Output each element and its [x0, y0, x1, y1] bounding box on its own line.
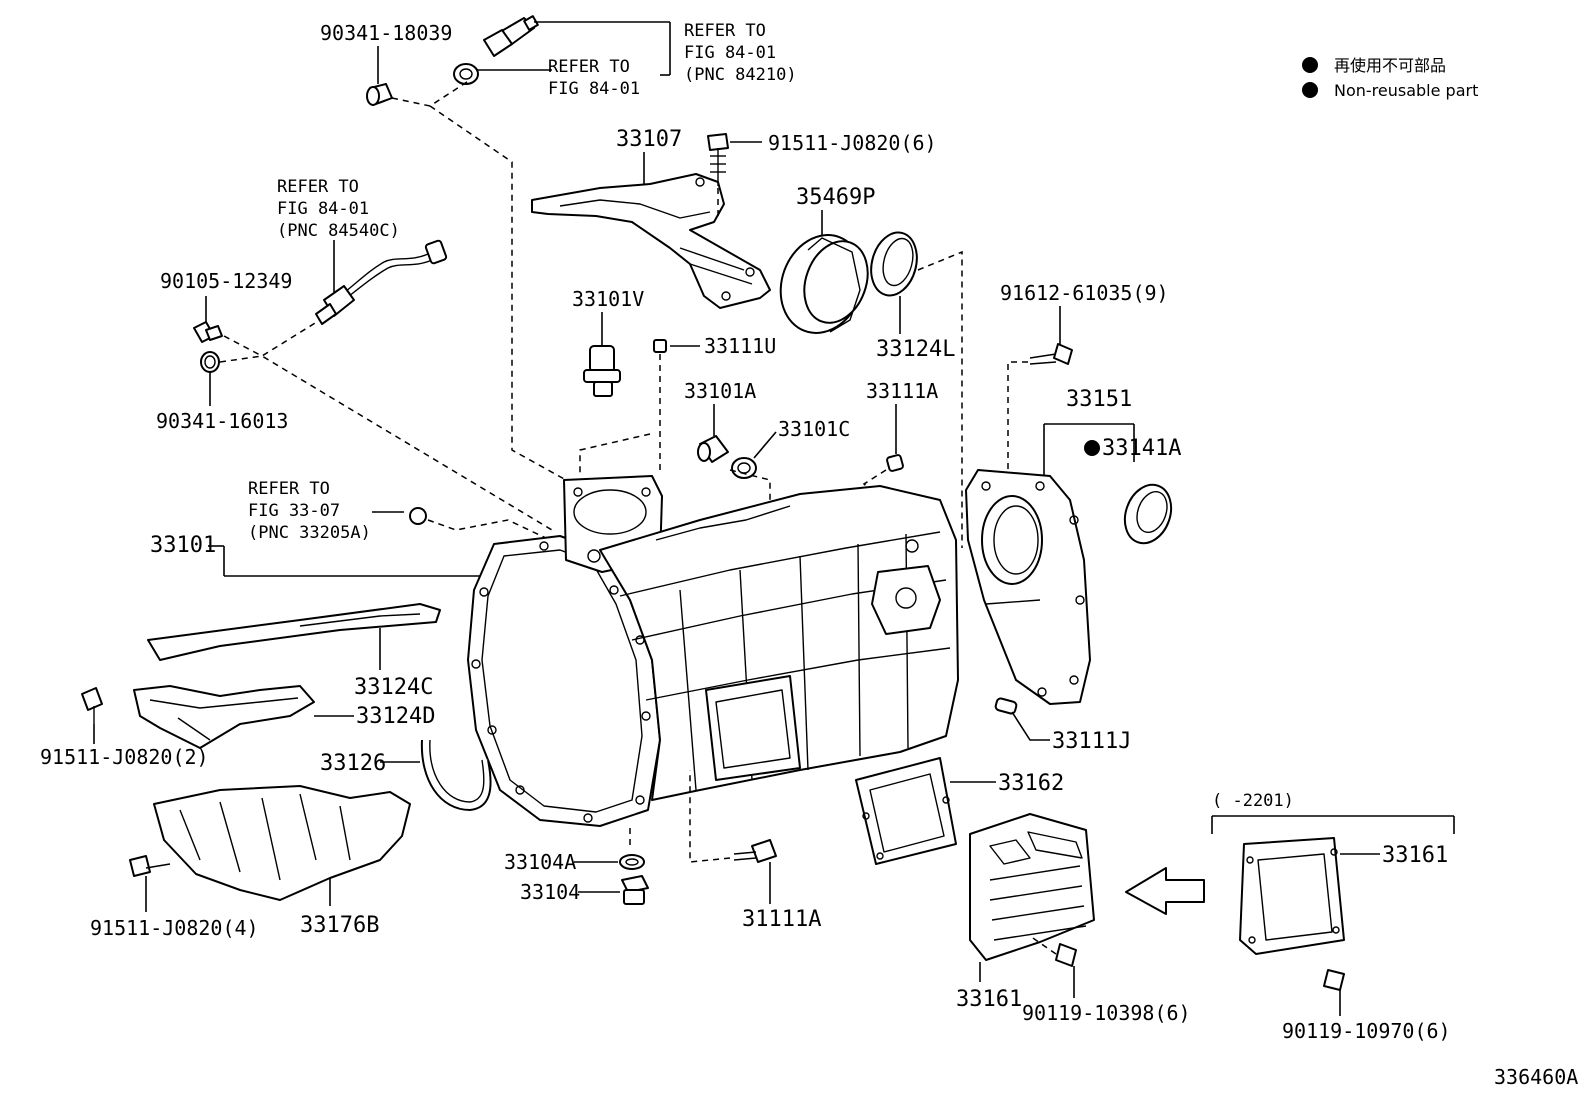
- label-33111a-top: 33111A: [866, 379, 938, 403]
- pin-33111a-top: 33111A: [862, 379, 938, 541]
- bracket-33124d: 33124D: [133, 685, 435, 749]
- label-33111j: 33111J: [1052, 729, 1131, 754]
- label-90119-10970-6: 90119-10970(6): [1282, 1019, 1451, 1043]
- svg-text:(PNC 33205A): (PNC 33205A): [248, 523, 371, 543]
- spring-33126: 33126: [320, 739, 492, 811]
- ref-fig-84-01-pnc-84540c: REFER TO FIG 84-01 (PNC 84540C): [277, 177, 400, 241]
- drain-plug-group: 33104A 33104: [504, 828, 649, 905]
- arrow-left-icon: [1125, 867, 1205, 915]
- label-90105-12349: 90105-12349: [160, 269, 292, 293]
- label-33101a: 33101A: [684, 379, 756, 403]
- label-91612-61035-9: 91612-61035(9): [1000, 281, 1169, 305]
- figure-code: 336460A: [1494, 1065, 1578, 1089]
- label-33141a: 33141A: [1102, 436, 1181, 461]
- drain-plug-33104-icon: [621, 875, 649, 905]
- speed-sensor-icon: [315, 239, 448, 325]
- oil-seal-33141a: [1123, 483, 1173, 545]
- svg-text:REFER TO: REFER TO: [277, 177, 359, 197]
- upper-cover-33107: 33107: [531, 127, 771, 309]
- svg-text:REFER TO: REFER TO: [548, 57, 630, 77]
- bolt-91511-j0820-4: 91511-J0820(4): [90, 855, 259, 940]
- gasket-33101c: 33101C: [729, 417, 850, 510]
- label-33124d: 33124D: [356, 704, 435, 729]
- svg-text:FIG 84-01: FIG 84-01: [277, 199, 369, 219]
- bolt-90119-10970-6: 90119-10970(6): [1282, 969, 1451, 1043]
- cover-33161-right-variant: ( -2201) 33161: [1211, 791, 1455, 955]
- gasket-ring-icon: [453, 63, 479, 85]
- label-33151: 33151: [1066, 387, 1132, 412]
- plug-33101a: 33101A: [684, 379, 756, 463]
- label-33101c: 33101C: [778, 417, 850, 441]
- label-33124l: 33124L: [876, 337, 955, 362]
- breather-33101v: 33101V: [572, 287, 644, 397]
- label-33161-bottom: 33161: [956, 987, 1022, 1012]
- label-33104a: 33104A: [504, 850, 576, 874]
- label-91511-j0820-4: 91511-J0820(4): [90, 916, 259, 940]
- label-90341-18039: 90341-18039: [320, 21, 452, 45]
- cover-33161-center: 33161: [956, 813, 1095, 1012]
- label-90119-10398-6: 90119-10398(6): [1022, 1001, 1191, 1025]
- gasket-33162: 33162: [855, 757, 1064, 865]
- top-sensor-group: 90341-18039 REFER TO FIG 84-01 (PNC 8421…: [320, 15, 797, 481]
- non-reusable-marker-icon: [1302, 57, 1318, 73]
- non-reusable-marker-icon: [1084, 440, 1100, 456]
- label-33176b: 33176B: [300, 913, 379, 938]
- label-range-2201: ( -2201): [1212, 791, 1294, 811]
- legend-jp: 再使用不可部品: [1334, 56, 1446, 75]
- label-91511-j0820-6: 91511-J0820(6): [768, 131, 937, 155]
- label-33101: 33101: [150, 533, 216, 558]
- plug-spring-icon: [200, 351, 220, 373]
- cover-33176b: 33176B: [153, 785, 411, 938]
- svg-text:FIG 84-01: FIG 84-01: [548, 79, 640, 99]
- svg-text:(PNC 84540C): (PNC 84540C): [277, 221, 400, 241]
- legend: 再使用不可部品 Non-reusable part: [1302, 56, 1478, 100]
- transmission-case-33101: REFER TO FIG 33-07 (PNC 33205A) 33101: [150, 475, 959, 827]
- label-31111a: 31111A: [742, 907, 821, 932]
- bolt-91612-61035-9: 91612-61035(9): [1000, 281, 1169, 470]
- label-33161-right: 33161: [1382, 843, 1448, 868]
- label-33162: 33162: [998, 771, 1064, 796]
- bolt-90119-10398-6: 90119-10398(6): [1022, 935, 1191, 1025]
- label-33104: 33104: [520, 880, 580, 904]
- non-reusable-marker-icon: [1302, 82, 1318, 98]
- svg-text:(PNC 84210): (PNC 84210): [684, 65, 797, 85]
- label-90341-16013: 90341-16013: [156, 409, 288, 433]
- seal-33124l: 33124L: [870, 231, 963, 548]
- legend-en: Non-reusable part: [1334, 81, 1478, 100]
- pin-33111j: 33111J: [994, 697, 1131, 754]
- pin-33111u: 33111U: [579, 334, 776, 476]
- sensor-switch-icon: [483, 15, 539, 57]
- svg-text:FIG 84-01: FIG 84-01: [684, 43, 776, 63]
- bolt-icon: [193, 321, 223, 343]
- ref-fig-84-01: REFER TO FIG 84-01: [548, 57, 640, 99]
- ref-fig-84-01-pnc-84210: REFER TO FIG 84-01 (PNC 84210): [684, 21, 797, 85]
- label-91511-j0820-2: 91511-J0820(2): [40, 745, 209, 769]
- svg-text:FIG 33-07: FIG 33-07: [248, 501, 340, 521]
- plug-icon: [409, 507, 427, 525]
- label-33101v: 33101V: [572, 287, 644, 311]
- bolt-91511-j0820-6: 91511-J0820(6): [707, 131, 937, 220]
- label-33126: 33126: [320, 751, 386, 776]
- svg-text:REFER TO: REFER TO: [248, 479, 330, 499]
- speed-sensor-group: REFER TO FIG 84-01 (PNC 84540C) 90105-12…: [156, 177, 553, 531]
- extension-housing-33151: 33151 33141A: [965, 387, 1181, 705]
- bolt-31111a: 31111A: [689, 770, 821, 932]
- plug-icon: [366, 83, 393, 106]
- plate-33124c: 33124C: [147, 603, 441, 700]
- ref-fig-33-07-pnc-33205a: REFER TO FIG 33-07 (PNC 33205A): [248, 479, 371, 543]
- label-33124c: 33124C: [354, 675, 433, 700]
- oil-seal-35469p: 35469P: [779, 185, 875, 334]
- label-33111u: 33111U: [704, 334, 776, 358]
- gasket-33104a-icon: [619, 854, 645, 870]
- label-33107: 33107: [616, 127, 682, 152]
- svg-text:REFER TO: REFER TO: [684, 21, 766, 41]
- label-35469p: 35469P: [796, 185, 875, 210]
- bolt-91511-j0820-2: 91511-J0820(2): [40, 687, 209, 769]
